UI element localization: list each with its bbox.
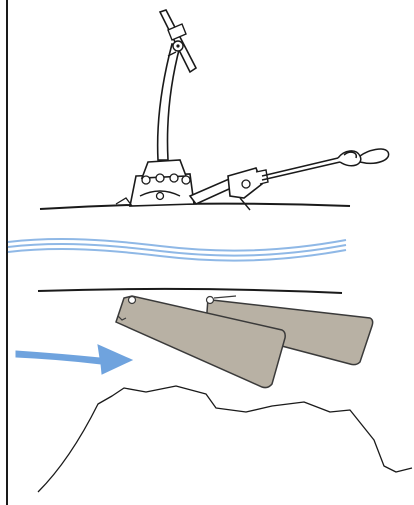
control-linkage xyxy=(188,167,269,211)
water-flow-arrow xyxy=(15,344,134,375)
seabed-obstacle xyxy=(37,385,413,493)
rudder-blade-rear xyxy=(205,295,374,366)
rudder-mount-bracket xyxy=(115,159,195,207)
frame-border-line xyxy=(6,0,8,505)
hull-bottom-line xyxy=(37,287,343,294)
steering-tiller xyxy=(156,9,198,161)
pull-handle xyxy=(261,148,390,181)
deck-line xyxy=(39,202,351,210)
rudder-blade-front xyxy=(115,295,286,389)
waterline xyxy=(7,238,347,262)
